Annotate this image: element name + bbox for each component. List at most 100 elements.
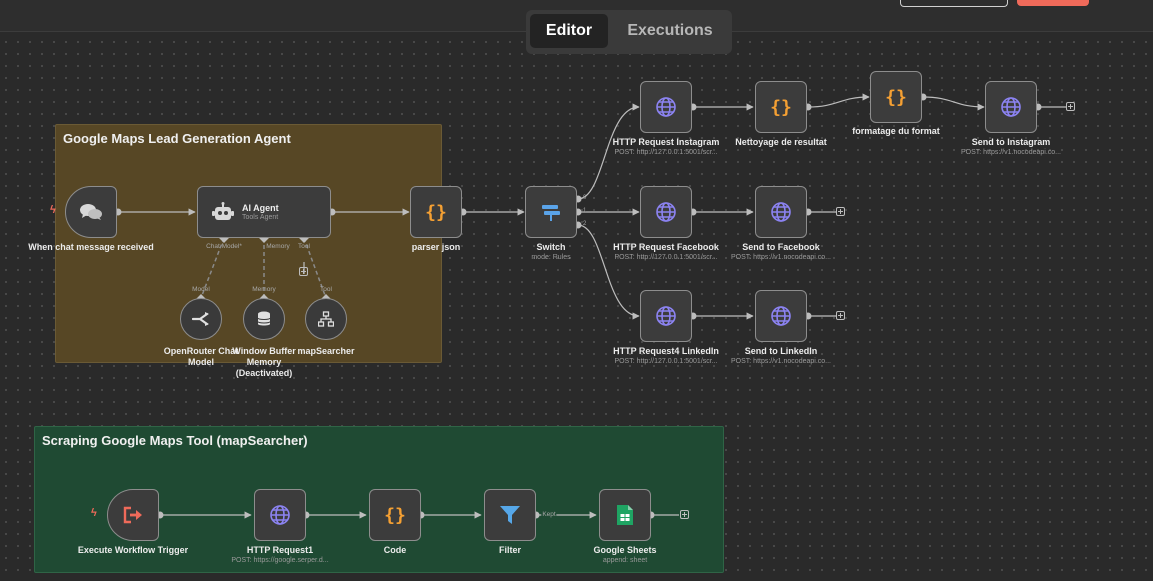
node-send-to-facebook[interactable] (755, 186, 807, 238)
ai-agent-text: AI Agent Tools Agent (242, 203, 279, 221)
node-http-request1[interactable] (254, 489, 306, 541)
node-label: OpenRouter Chat Model (163, 346, 239, 367)
svg-text:{}: {} (885, 87, 907, 107)
globe-icon (656, 202, 676, 222)
node-formatage-du-format[interactable]: {} (870, 71, 922, 123)
node-send-to-linkedin[interactable] (755, 290, 807, 342)
node-window-buffer-memory[interactable] (243, 298, 285, 340)
openrouter-icon (192, 312, 209, 326)
globe-icon (1001, 97, 1021, 117)
switch-output-label: 0 (583, 195, 587, 201)
wire (922, 96, 985, 111)
globe-icon (656, 97, 676, 117)
switch-output-label: 1 (583, 208, 587, 214)
node-label: Filter (498, 545, 522, 555)
node-openrouter-chat-model[interactable] (180, 298, 222, 340)
port-label-model: Model (192, 286, 210, 293)
node-google-sheets[interactable] (599, 489, 651, 541)
node-label: formatage du format (852, 126, 940, 136)
switch-icon (542, 205, 560, 221)
node-subtitle: mode: Rules (531, 254, 571, 261)
node-ai-agent[interactable]: AI Agent Tools Agent (197, 186, 331, 238)
node-send-to-instagram[interactable] (985, 81, 1037, 133)
svg-text:{}: {} (425, 202, 447, 222)
port-label-chat-model: Chat Model* (206, 243, 242, 250)
node-subtitle: POST: https://v1.nocodeapi.co... (731, 254, 831, 261)
network-icon (318, 311, 334, 327)
braces-icon: {} (425, 202, 447, 222)
sticky-note-title: Scraping Google Maps Tool (mapSearcher) (42, 433, 308, 448)
node-subtitle: POST: https://v1.nocodeapi.co... (961, 149, 1061, 156)
node-label: HTTP Request Instagram (612, 137, 720, 147)
node-chat-trigger[interactable] (65, 186, 117, 238)
node-filter[interactable] (484, 489, 536, 541)
add-node-icon[interactable] (680, 510, 689, 519)
port-label-tool: Tool (298, 243, 310, 250)
node-subtitle: POST: http://127.0.0.1:5001/scr... (614, 149, 718, 156)
braces-icon: {} (770, 97, 792, 117)
node-nettoyage-de-resultat[interactable]: {} (755, 81, 807, 133)
svg-text:{}: {} (770, 97, 792, 117)
node-label: Execute Workflow Trigger (77, 545, 189, 555)
output-label-kept: Kept (541, 511, 557, 518)
globe-icon (656, 306, 676, 326)
node-label: When chat message received (28, 242, 154, 252)
node-http-request-facebook[interactable] (640, 186, 692, 238)
node-http-request-linkedin[interactable] (640, 290, 692, 342)
add-node-icon[interactable] (1066, 102, 1075, 111)
sheets-icon (617, 505, 633, 525)
add-tool-icon[interactable] (299, 267, 308, 276)
node-subtitle: POST: http://127.0.0.1:5001/scr... (614, 358, 718, 365)
node-switch[interactable] (525, 186, 577, 238)
port-label-memory-in: Memory (252, 286, 276, 293)
node-label: HTTP Request Facebook (613, 242, 719, 252)
node-title: AI Agent (242, 203, 279, 213)
node-label: mapSearcher (297, 346, 355, 356)
tab-executions[interactable]: Executions (627, 22, 713, 39)
node-subtitle: POST: http://127.0.0.1:5001/scr... (614, 254, 718, 261)
node-label: parser json (411, 242, 461, 252)
top-outline-button[interactable] (900, 0, 1008, 7)
wire (807, 93, 870, 108)
port-label-tool-in: Tool (320, 286, 332, 293)
view-tabs: Editor Executions (526, 10, 732, 54)
node-label: Send to Instagram (971, 137, 1051, 147)
add-node-icon[interactable] (836, 311, 845, 320)
node-subtitle: Tools Agent (242, 214, 279, 221)
trigger-bolt-icon: ϟ (91, 507, 97, 519)
node-mapsearcher[interactable] (305, 298, 347, 340)
wire (577, 224, 640, 320)
globe-icon (270, 505, 290, 525)
node-label: Code (383, 545, 407, 555)
globe-icon (771, 202, 791, 222)
sticky-note-title: Google Maps Lead Generation Agent (63, 131, 291, 146)
node-label: Window Buffer Memory (Deactivated) (232, 346, 296, 378)
braces-icon: {} (384, 505, 406, 525)
svg-text:{}: {} (384, 505, 406, 525)
node-label: Send to LinkedIn (744, 346, 818, 356)
node-label: HTTP Request4 LinkedIn (613, 346, 719, 356)
node-parser-json[interactable]: {} (410, 186, 462, 238)
node-label: Send to Facebook (742, 242, 820, 252)
trigger-bolt-icon: ϟ (50, 204, 56, 216)
node-code[interactable]: {} (369, 489, 421, 541)
robot-icon (212, 202, 234, 220)
node-http-request-instagram[interactable] (640, 81, 692, 133)
node-subtitle: POST: https://google.serper.d... (231, 557, 329, 564)
database-icon (257, 311, 271, 326)
top-primary-button[interactable] (1017, 0, 1089, 6)
filter-icon (500, 506, 520, 524)
node-label: Google Sheets (593, 545, 657, 555)
node-subtitle: POST: https://v1.nocodeapi.co... (731, 358, 831, 365)
chat-icon (80, 204, 102, 220)
add-node-icon[interactable] (836, 207, 845, 216)
switch-output-label: 2 (583, 221, 587, 227)
node-label: Switch (536, 242, 566, 252)
node-subtitle: append: sheet (602, 557, 648, 564)
tab-editor[interactable]: Editor (530, 14, 608, 48)
node-label: HTTP Request1 (246, 545, 314, 555)
exec-trigger-icon (123, 506, 142, 524)
port-label-memory: Memory (266, 243, 290, 250)
node-execute-workflow-trigger[interactable] (107, 489, 159, 541)
braces-icon: {} (885, 87, 907, 107)
